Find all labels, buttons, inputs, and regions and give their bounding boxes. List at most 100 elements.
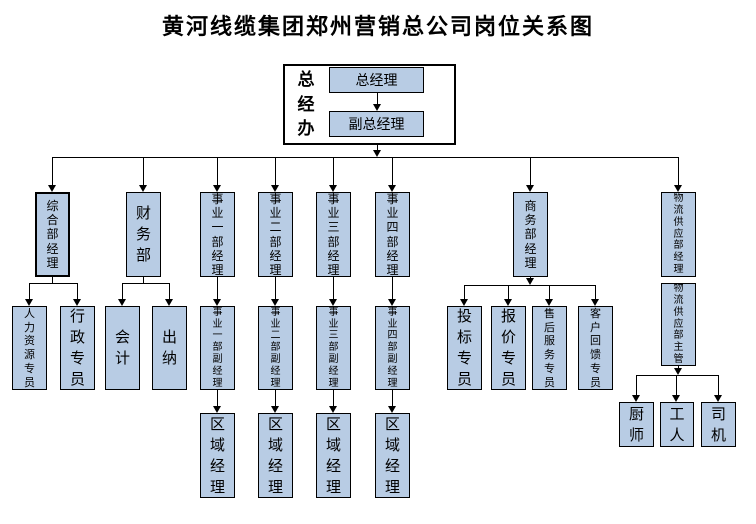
node-label: 售后服务专员 (544, 306, 555, 389)
node-label: 行政专员 (70, 307, 86, 388)
connector-line (508, 285, 509, 299)
connector-arrow (271, 406, 279, 413)
node-label: 司机 (711, 404, 727, 444)
node-label: 会计 (115, 328, 131, 367)
node-regional-manager-1: 区域经理 (200, 413, 235, 498)
branch-rail-line (122, 283, 170, 284)
connector-arrow (545, 299, 553, 306)
connector-line (636, 375, 637, 395)
node-label: 事业二部经理 (269, 192, 282, 277)
node-cashier: 出纳 (152, 306, 187, 390)
node-label: 事业三部副经理 (328, 306, 339, 389)
node-label: 事业一部经理 (211, 192, 224, 277)
connector-arrow (271, 299, 279, 306)
connector-line (275, 157, 276, 185)
connector-arrow (271, 185, 279, 192)
node-label: 事业三部经理 (327, 192, 340, 277)
page-title: 黄河线缆集团郑州营销总公司岗位关系图 (161, 15, 594, 40)
connector-arrow (632, 395, 640, 402)
connector-line (678, 157, 679, 185)
node-label: 区域经理 (385, 414, 401, 496)
connector-line (333, 277, 334, 299)
connector-arrow (504, 299, 512, 306)
node-chef: 厨师 (619, 402, 654, 447)
connector-line (217, 157, 218, 185)
connector-arrow (388, 185, 396, 192)
connector-line (169, 283, 170, 299)
connector-line (333, 390, 334, 406)
node-regional-manager-2: 区域经理 (258, 413, 293, 498)
connector-line (29, 283, 30, 299)
node-quotation-specialist: 报价专员 (491, 306, 526, 390)
connector-gm-dgm-arrow (373, 104, 381, 111)
branch-rail-line (29, 283, 78, 284)
node-hr-specialist: 人力资源专员 (12, 306, 47, 390)
main-rail-line (52, 157, 679, 158)
node-label: 区域经理 (268, 414, 284, 496)
connector-line (549, 285, 550, 299)
connector-arrow (73, 299, 81, 306)
connector-line (217, 390, 218, 406)
connector-arrow (674, 185, 682, 192)
node-label: 物流供应部主管 (673, 283, 684, 365)
node-customer-feedback-specialist: 客户回馈专员 (578, 306, 613, 390)
connector-line (52, 157, 53, 185)
node-label: 区域经理 (210, 414, 226, 496)
connector-arrow (674, 368, 682, 375)
connector-line (595, 285, 596, 299)
node-label: 总经理 (355, 73, 398, 89)
node-label: 事业二部副经理 (270, 306, 281, 389)
connector-arrow (526, 185, 534, 192)
connector-arrow (25, 299, 33, 306)
node-label: 事业四部副经理 (387, 306, 398, 389)
connector-line (392, 157, 393, 185)
connector-arrow (165, 299, 173, 306)
connector-arrow (714, 395, 722, 402)
node-label: 事业四部经理 (386, 192, 399, 277)
node-business1-manager: 事业一部经理 (200, 192, 235, 277)
node-general-manager: 总经理 (329, 67, 424, 93)
connector-line (275, 277, 276, 299)
node-label: 投标专员 (457, 307, 473, 388)
node-regional-manager-3: 区域经理 (316, 413, 351, 498)
node-worker: 工人 (660, 402, 694, 447)
connector-line (217, 277, 218, 299)
node-regional-manager-4: 区域经理 (375, 413, 410, 498)
node-label: 客户回馈专员 (590, 306, 601, 389)
connector-line (392, 277, 393, 299)
connector-arrow (213, 185, 221, 192)
connector-arrow (329, 299, 337, 306)
node-admin-specialist: 行政专员 (60, 306, 95, 390)
executive-office-label-wrap: 总经办 (288, 68, 324, 142)
connector-arrow (48, 185, 56, 192)
connector-arrow (460, 299, 468, 306)
node-business4-deputy: 事业四部副经理 (375, 306, 410, 390)
node-aftersales-specialist: 售后服务专员 (532, 306, 567, 390)
connector-line (77, 283, 78, 299)
node-business3-manager: 事业三部经理 (316, 192, 351, 277)
node-label: 商务部经理 (524, 199, 537, 270)
branch-rail-line (636, 375, 719, 376)
node-label: 出纳 (162, 328, 178, 367)
node-business4-manager: 事业四部经理 (375, 192, 410, 277)
connector-line (678, 366, 679, 369)
node-business2-deputy: 事业二部副经理 (258, 306, 293, 390)
connector-line (530, 157, 531, 185)
branch-rail-line (464, 285, 596, 286)
connector-line (122, 283, 123, 299)
connector-arrow (118, 299, 126, 306)
node-business2-manager: 事业二部经理 (258, 192, 293, 277)
connector-arrow (213, 299, 221, 306)
node-bidding-specialist: 投标专员 (447, 306, 482, 390)
node-commerce-dept-manager: 商务部经理 (513, 192, 548, 277)
connector-line (464, 285, 465, 299)
node-logistics-dept-manager: 物流供应部经理 (661, 192, 696, 277)
node-driver: 司机 (701, 402, 736, 447)
node-label: 副总经理 (348, 117, 405, 133)
node-label: 事业一部副经理 (212, 306, 223, 389)
connector-eo-rail-arrow (373, 150, 381, 157)
node-label: 综合部经理 (46, 199, 59, 270)
connector-arrow (329, 185, 337, 192)
node-label: 工人 (669, 404, 685, 444)
